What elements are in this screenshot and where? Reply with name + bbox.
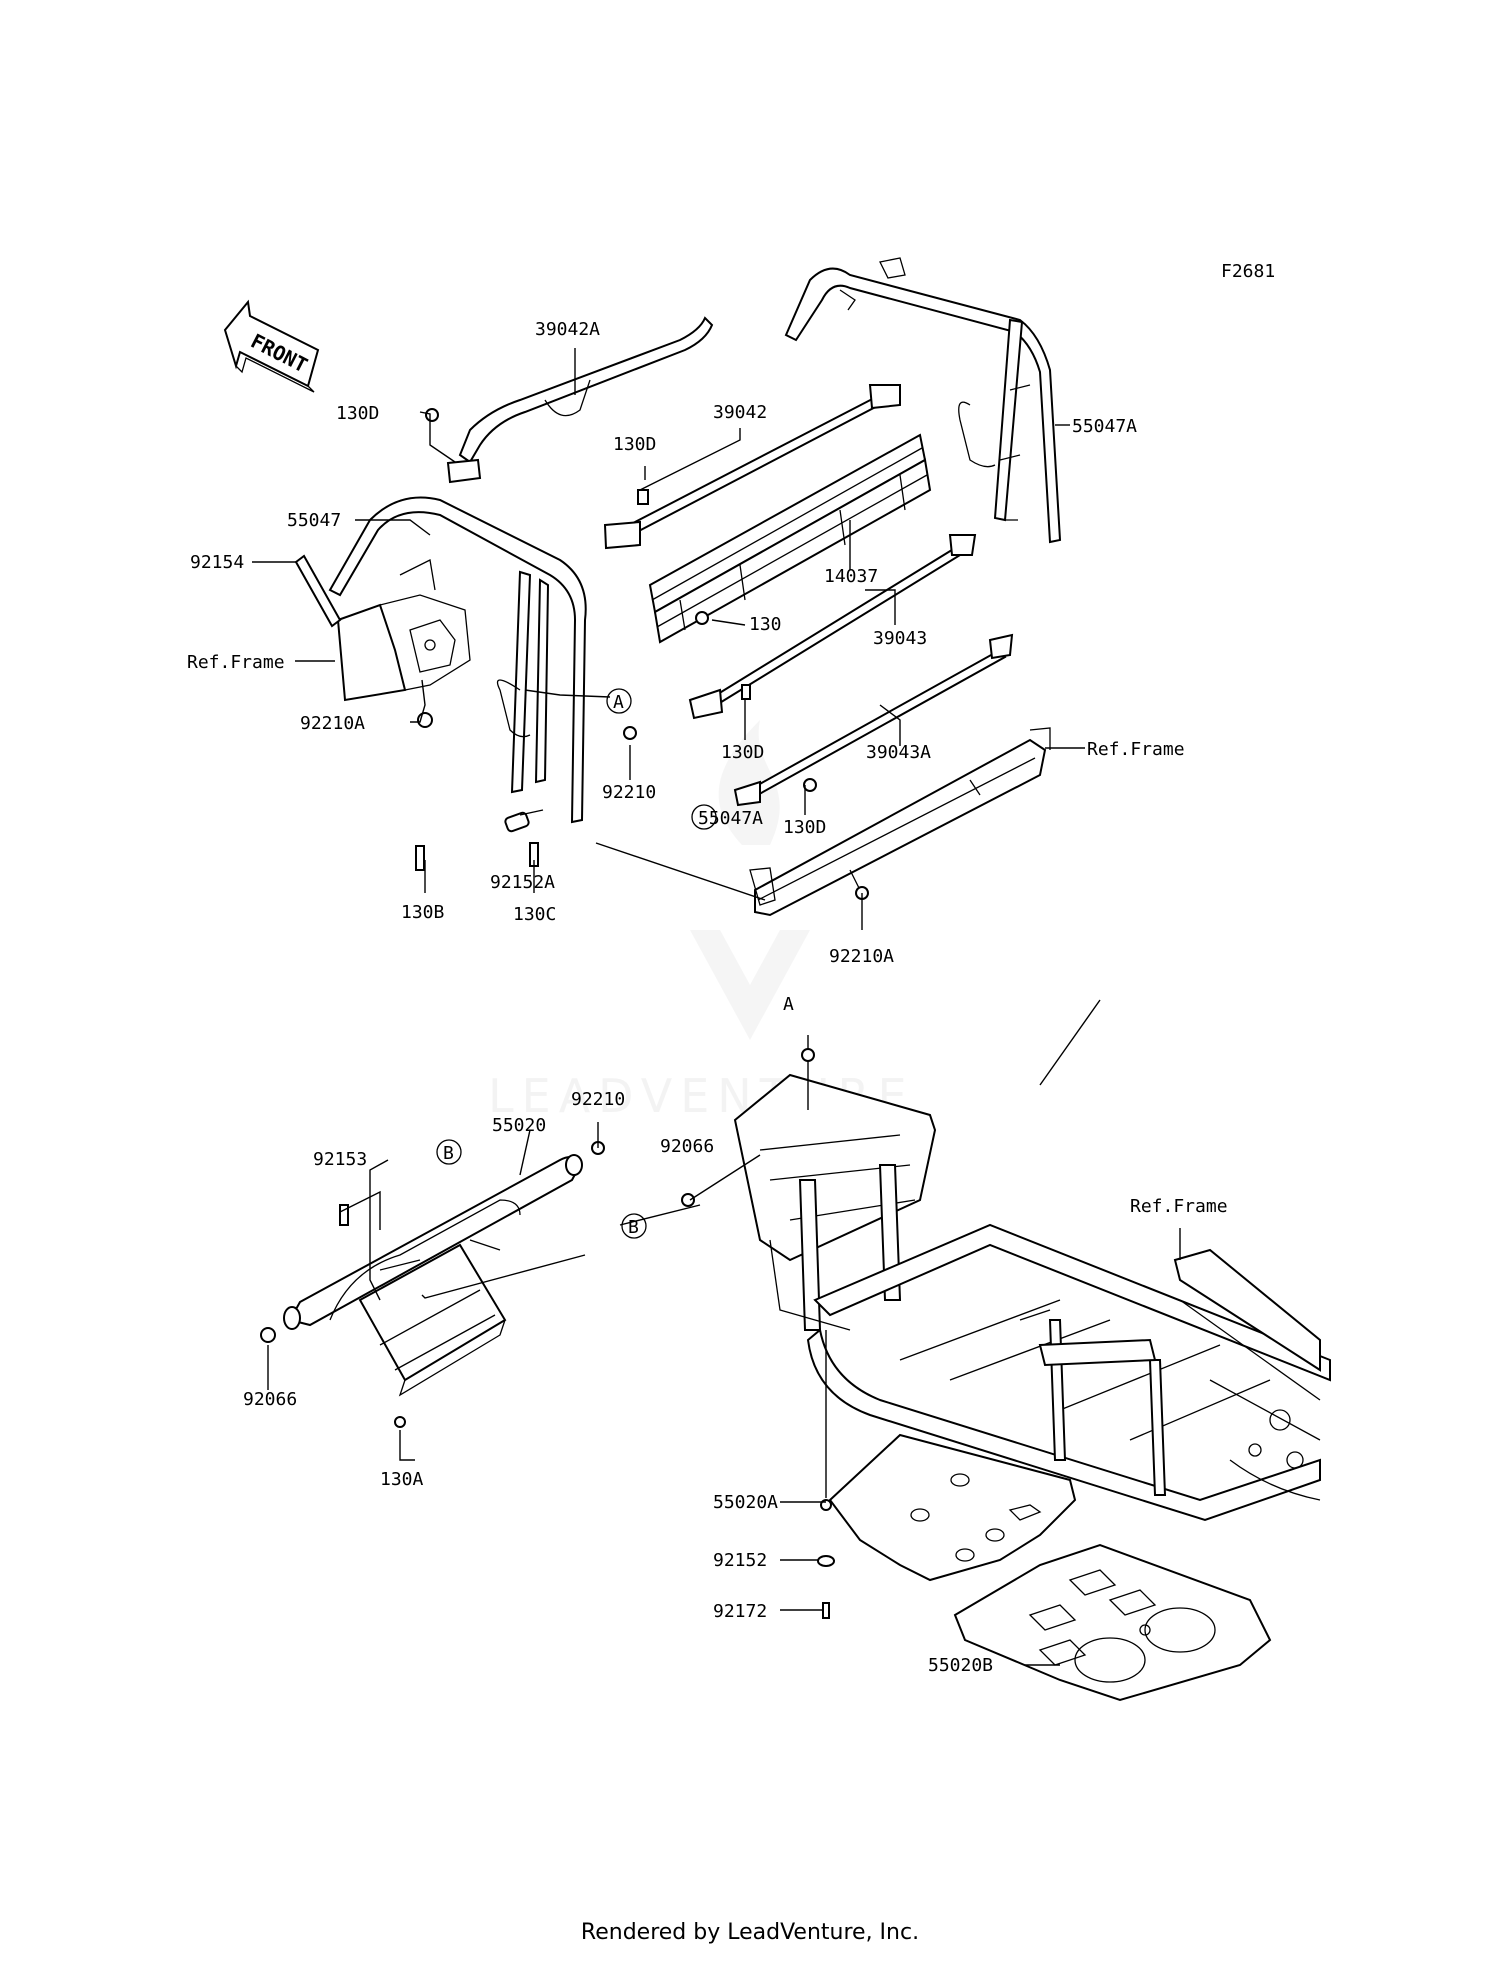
ref-marker-b-bumper-label: B <box>443 1143 454 1164</box>
callout-92210a-left: 92210A <box>300 713 365 734</box>
callout-39042a: 39042A <box>535 319 600 340</box>
callout-130d-d: 130D <box>783 817 826 838</box>
bumper <box>283 1154 583 1397</box>
callout-55047a-text: 55047A <box>1072 416 1137 437</box>
main-frame <box>733 1073 1331 1522</box>
callout-55020a: 55020A <box>713 1492 778 1513</box>
leader-lines <box>252 348 1181 1666</box>
rops-assembly <box>328 257 1062 917</box>
ref-marker-a-bottom <box>691 804 717 830</box>
callout-labels: 39042A 130D 55047 92154 Ref.Frame 92210A… <box>187 319 1228 1676</box>
callout-130d-b: 130D <box>613 434 656 455</box>
callout-92066-top: 92210 <box>571 1089 625 1110</box>
callout-55020b: 55020B <box>928 1655 993 1676</box>
callout-39043a: 39043A <box>866 742 931 763</box>
callout-92210a-bottom: 92210A <box>829 946 894 967</box>
callout-92172: 92172 <box>713 1601 767 1622</box>
callout-130a: 130A <box>380 1469 424 1490</box>
callout-130d-c: 130D <box>721 742 764 763</box>
callout-39042: 39042 <box>713 402 767 423</box>
skid-plate-55020b <box>953 1543 1272 1702</box>
ref-marker-b-frame <box>621 1213 647 1239</box>
ref-marker-a-top <box>606 688 632 714</box>
callout-92210-frame: A <box>783 994 794 1015</box>
callout-92022: 92066 <box>660 1136 714 1157</box>
callout-92154: 92154 <box>190 552 244 573</box>
callout-39043: 39043 <box>873 628 927 649</box>
ref-marker-b-bumper <box>436 1139 462 1165</box>
callout-92066-bottom: 92066 <box>243 1389 297 1410</box>
callout-130c: 130C <box>513 904 556 925</box>
callout-14037: 14037 <box>824 566 878 587</box>
callout-55020: 55020 <box>492 1115 546 1136</box>
front-arrow-icon: FRONT <box>223 299 320 393</box>
skid-plate-55020a <box>828 1433 1077 1582</box>
callout-ref-frame-right: Ref.Frame <box>1087 739 1185 760</box>
callout-ref-frame-bottom: Ref.Frame <box>1130 1196 1228 1217</box>
fasteners <box>260 408 869 1619</box>
callout-130d-a: 130D <box>336 403 379 424</box>
callout-130: 130 <box>749 614 782 635</box>
callout-92210-top: 92210 <box>602 782 656 803</box>
callout-92153: 92153 <box>313 1149 367 1170</box>
ref-marker-a-top-label: A <box>613 692 624 713</box>
callout-55047: 55047 <box>287 510 341 531</box>
ref-marker-a-bottom-label: 55047A <box>698 808 763 829</box>
figure-id: F2681 <box>1221 261 1275 282</box>
callout-92152a: 92152A <box>490 872 555 893</box>
reference-markers: A 55047A B B <box>436 688 763 1239</box>
callout-130b: 130B <box>401 902 444 923</box>
callout-92152: 92152 <box>713 1550 767 1571</box>
callout-ref-frame-left: Ref.Frame <box>187 652 285 673</box>
footer-credit: Rendered by LeadVenture, Inc. <box>580 1920 920 1945</box>
ref-marker-b-frame-label: B <box>628 1217 639 1238</box>
